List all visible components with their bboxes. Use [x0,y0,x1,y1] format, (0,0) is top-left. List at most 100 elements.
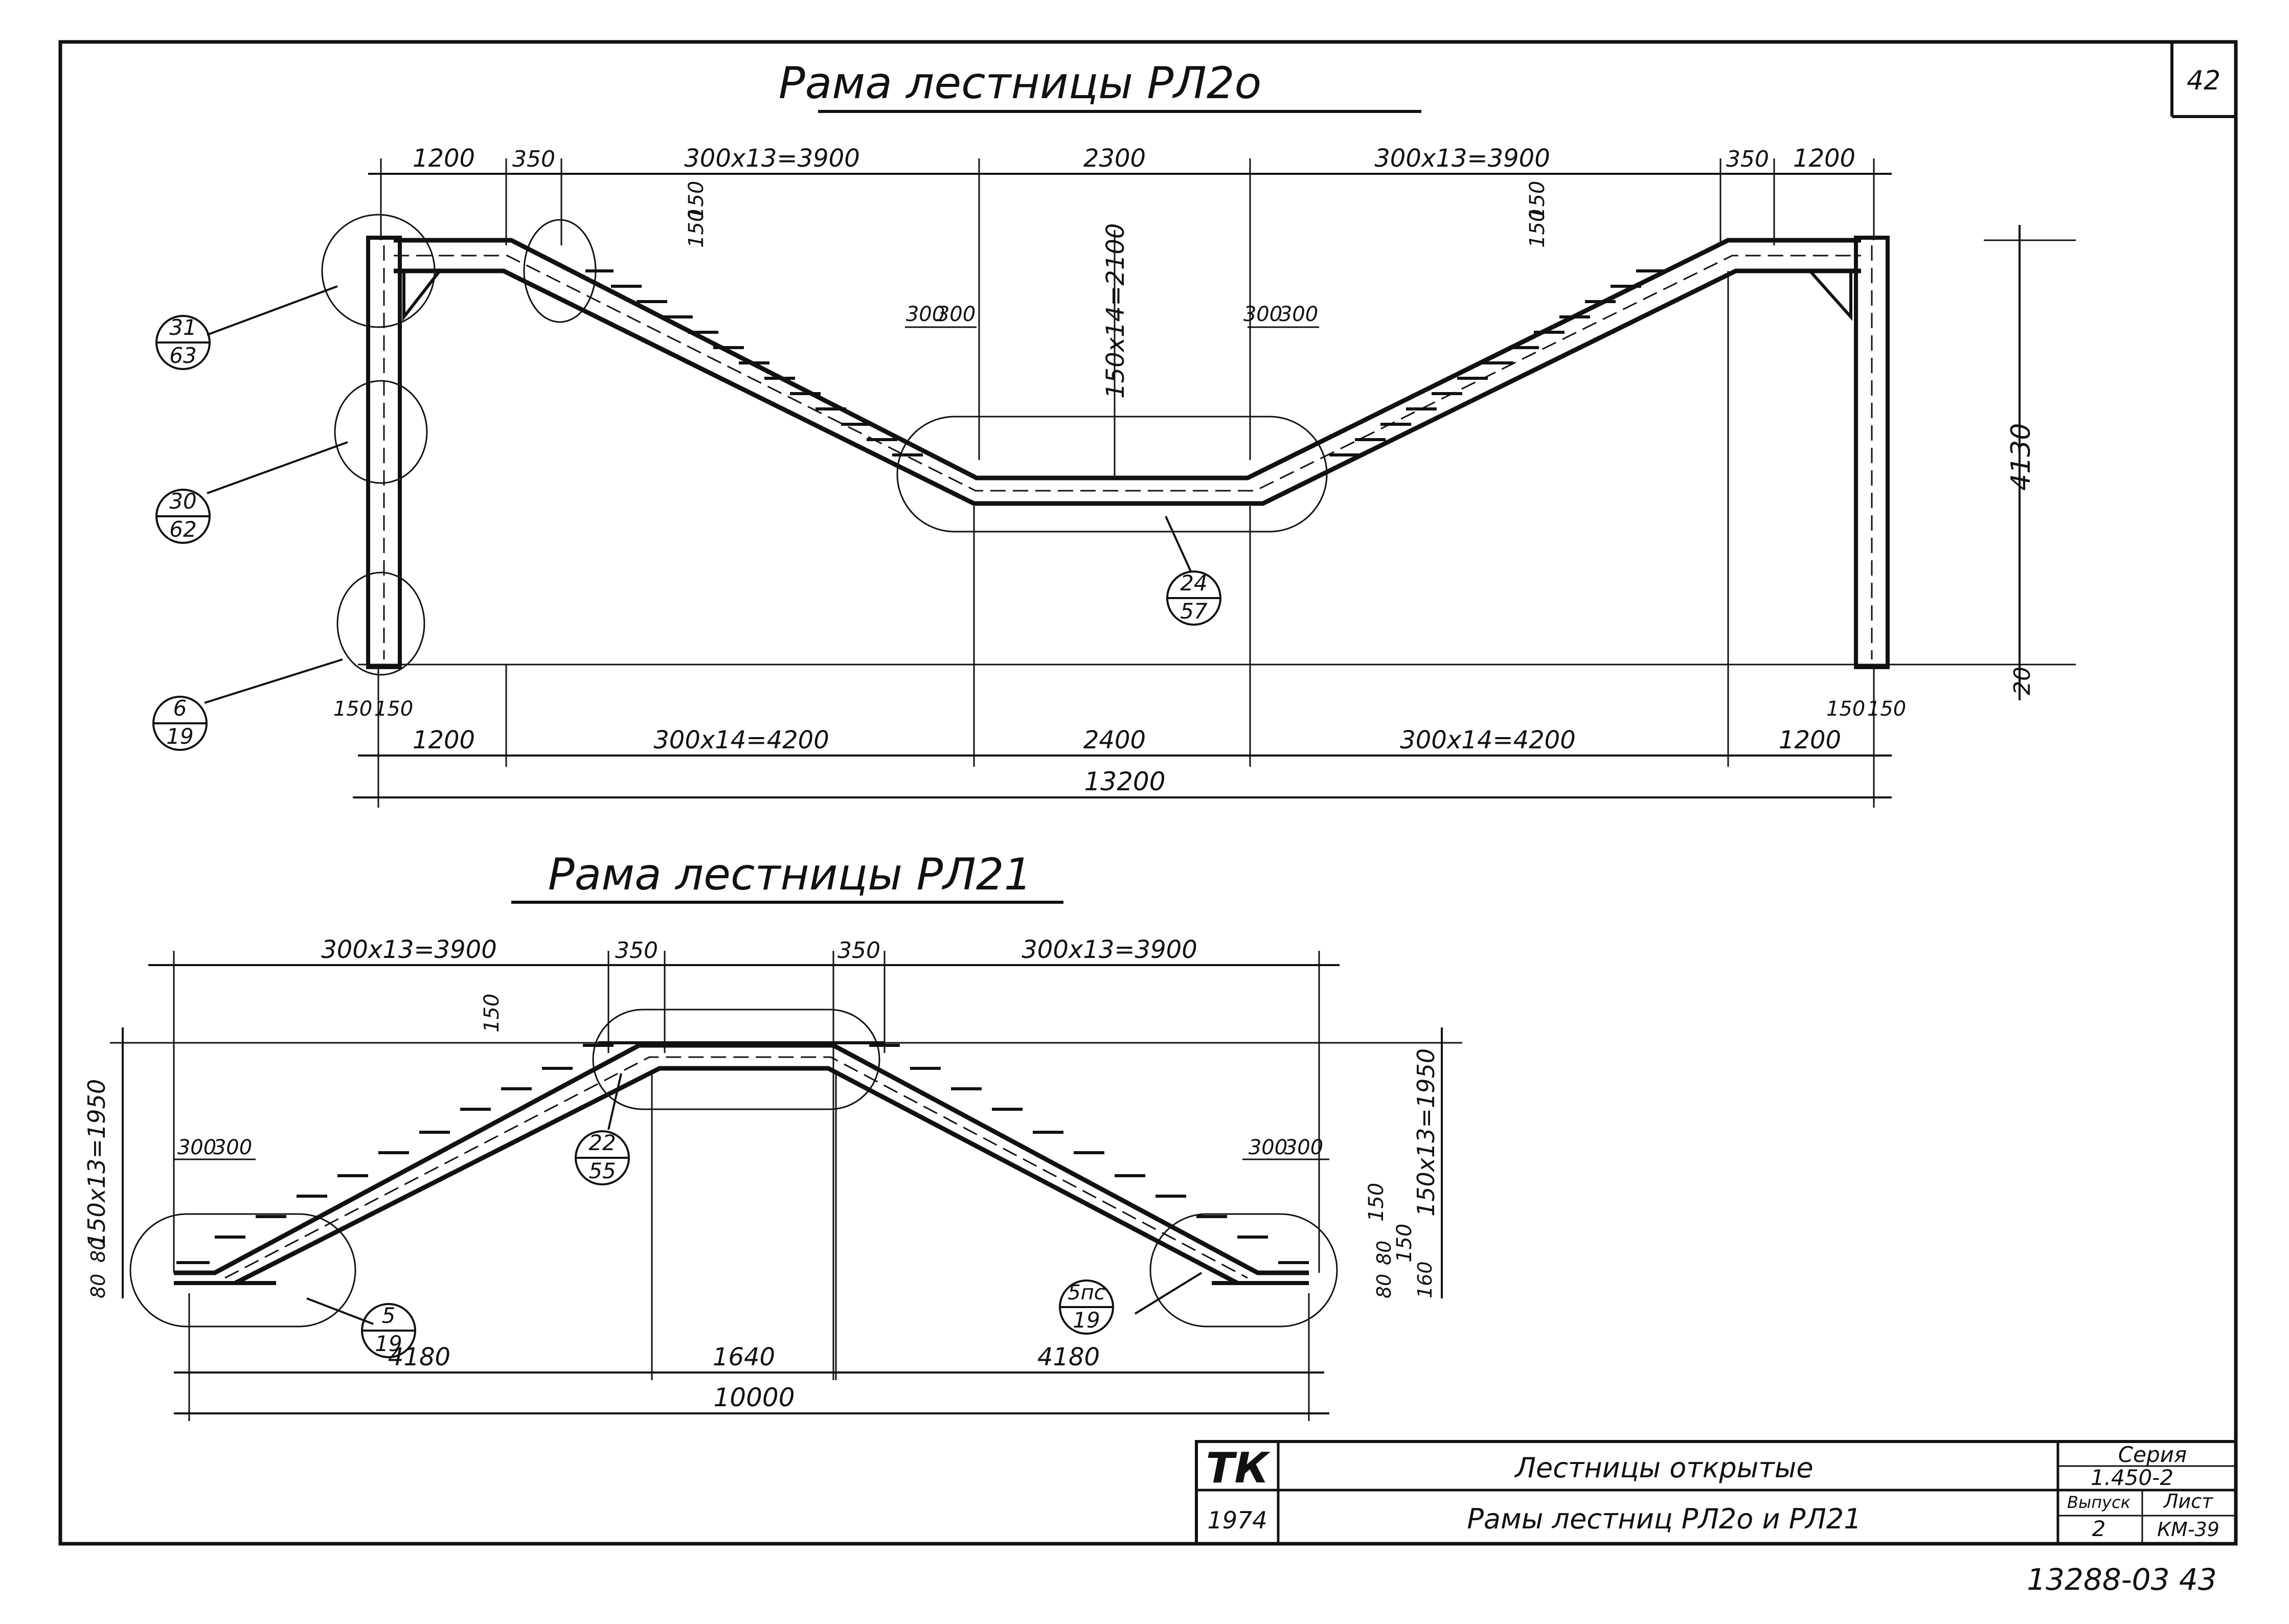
rl20-title: Рама лестницы РЛ2о [779,58,1262,109]
svg-text:5пс: 5пс [1068,1281,1105,1305]
rl20-step-left-2: 300 [937,303,976,326]
title-block-issue-label: Выпуск [2067,1493,2131,1512]
title-block-issue-value: 2 [2092,1516,2106,1541]
rl20-left-column [366,236,402,669]
rl20-top-dim-3: 300x13=3900 [684,144,859,173]
rl20-callout-30-62: 30 62 [155,489,211,544]
rl20-riser-right-2: 150 [1526,181,1549,220]
title-block-name: Лестницы открытые [1514,1452,1813,1484]
rl21-top-dim-2: 350 [615,937,658,964]
rl21-riser-right-1: 150 [1365,1183,1388,1222]
rl21-callout-5ps-19: 5пс 19 [1059,1279,1114,1335]
rl20-base-right-1: 150 [1826,697,1865,721]
rl21-bottom-dim-1: 4180 [388,1343,450,1371]
rl21-small-1: 80 [87,1274,109,1298]
svg-text:19: 19 [1073,1308,1100,1333]
rl21-callout-5-19: 5 19 [361,1303,416,1358]
rl20-step-right-2: 300 [1279,303,1318,326]
rl20-top-dim-5: 300x13=3900 [1374,144,1550,173]
rl20-base-left-2: 150 [374,697,413,721]
title-block: ТК 1974 Лестницы открытые Рамы лестниц Р… [1195,1440,2237,1545]
svg-text:22: 22 [588,1130,616,1155]
svg-text:30: 30 [169,489,196,514]
rl21-step-left-1: 300 [177,1136,216,1159]
rl20-total: 13200 [1084,767,1165,796]
rl21-right-steps [869,1044,1309,1264]
rl21-left-height: 150x13=1950 [83,1079,110,1247]
rl20-flight-rise: 150x14=2100 [1101,223,1130,399]
rl20-callout-24-57: 24 57 [1166,570,1221,626]
rl20-right-column [1854,236,1890,669]
rl21-bottom-dim-3: 4180 [1037,1343,1100,1371]
title-block-subtitle: Рамы лестниц РЛ2о и РЛ21 [1467,1503,1861,1535]
rl21-right-height: 150x13=1950 [1412,1048,1440,1217]
svg-text:57: 57 [1180,599,1208,624]
svg-text:6: 6 [173,696,187,721]
rl21-step-left-2: 300 [213,1136,252,1159]
rl20-top-dim-2: 350 [512,146,555,172]
rl21-riser-right-2: 150 [1393,1224,1416,1263]
sheet-number: 42 [2187,65,2220,96]
rl21-bottom-dim-2: 1640 [713,1343,775,1371]
rl20-top-dim-6: 350 [1726,146,1769,172]
rl20-stringer-bottom [394,268,1861,506]
rl20-right-steps [1329,269,1667,456]
rl21-top-dim-3: 350 [837,937,880,964]
title-block-sheet-value: КМ-39 [2157,1518,2219,1541]
svg-text:63: 63 [169,343,196,368]
rl21-callout-22-55: 22 55 [575,1130,630,1185]
title-block-sheet-label: Лист [2163,1490,2214,1513]
rl21-total: 10000 [713,1383,795,1412]
rl21-small-4: 80 [1373,1241,1395,1265]
rl21-riser-top: 150 [480,994,504,1033]
archive-number: 13288-03 43 [2027,1562,2216,1597]
rl20-riser-left-2: 150 [685,181,708,220]
rl20-bottom-dim-3: 2400 [1083,726,1146,754]
rl21-stringer-bottom [234,1066,1239,1286]
rl21-title: Рама лестницы РЛ21 [548,849,1032,900]
title-block-year: 1974 [1207,1506,1267,1534]
rl20-callout-6-19: 6 19 [152,696,208,751]
rl20-riser-left-1: 150 [685,209,708,248]
rl20-callout-31-63: 31 63 [155,315,211,370]
rl21-left-steps [176,1044,614,1264]
rl20-base-left-1: 150 [333,697,372,721]
svg-text:24: 24 [1180,570,1207,596]
rl21-small-3: 80 [1373,1274,1395,1298]
rl20-bottom-dim-2: 300x14=4200 [653,726,829,754]
rl20-bottom-dim-1: 1200 [413,726,475,754]
rl20-step-left-1: 300 [906,303,945,326]
svg-text:19: 19 [375,1331,402,1356]
rl20-base-offset: 20 [2009,667,2035,695]
rl21-stringer-top [174,1043,1309,1275]
rl21-small-5: 160 [1414,1261,1436,1298]
svg-text:5: 5 [382,1303,396,1328]
title-block-series-value: 1.450-2 [2091,1465,2173,1490]
rl20-top-dim-7: 1200 [1793,144,1855,173]
rl21-step-right-2: 300 [1284,1136,1323,1159]
rl20-bottom-dim-4: 300x14=4200 [1400,726,1575,754]
rl21-top-dim-1: 300x13=3900 [321,935,496,964]
title-block-series-label: Серия [2118,1442,2187,1467]
rl20-stringer-top [394,238,1861,481]
rl21-step-right-1: 300 [1249,1136,1287,1159]
rl20-step-right-1: 300 [1243,303,1282,326]
title-block-logo: ТК [1206,1444,1271,1493]
rl21-small-2: 80 [87,1238,109,1263]
rl20-base-right-2: 150 [1867,697,1906,721]
rl20-top-dim-1: 1200 [413,144,475,173]
svg-text:55: 55 [588,1158,616,1183]
frame-rl21-drawing: Рама лестницы РЛ21 300x13=3900 350 350 3… [83,849,1462,1421]
rl21-top-dim-4: 300x13=3900 [1022,935,1197,964]
rl20-riser-right-1: 150 [1526,209,1549,248]
svg-text:19: 19 [166,724,193,749]
svg-text:62: 62 [169,517,196,542]
rl20-height: 4130 [2006,423,2036,491]
svg-text:31: 31 [169,315,196,340]
rl20-left-steps [585,269,923,456]
frame-rl20-drawing: Рама лестницы РЛ2о 1200 350 300x13=3900 … [152,58,2076,808]
rl20-top-dim-4: 2300 [1083,144,1146,173]
rl20-bottom-dim-5: 1200 [1779,726,1841,754]
sheet-frame [58,40,2238,1546]
